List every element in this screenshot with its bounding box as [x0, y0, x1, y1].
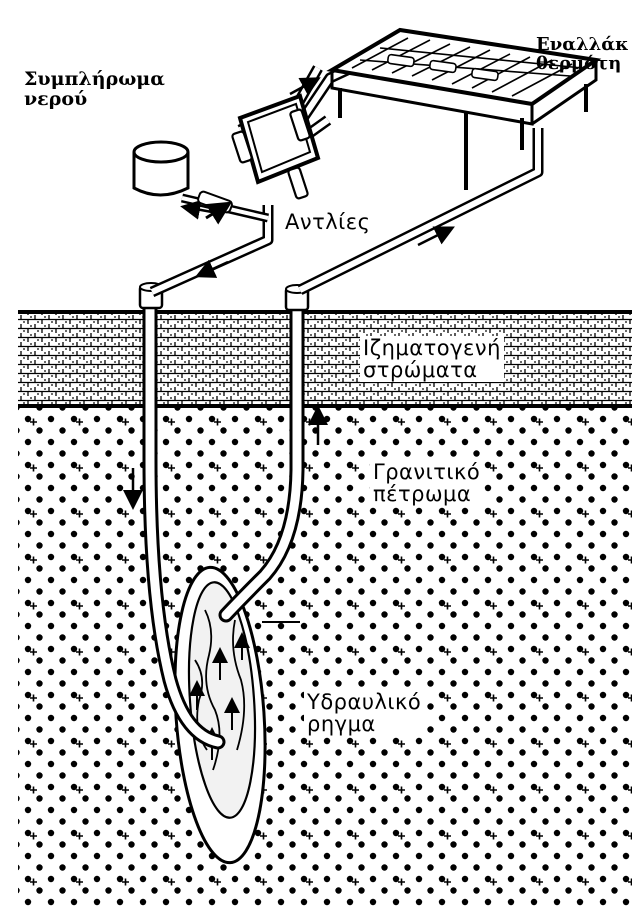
granite-layer: [18, 405, 632, 906]
fracture-zone: [173, 565, 300, 865]
label-heat-exchanger: Εναλλάκ θερμότη: [536, 34, 629, 74]
sediment-layer: [18, 310, 632, 408]
surface-piping: [149, 59, 544, 298]
heat-exchanger: [326, 27, 602, 190]
injection-well: [123, 292, 226, 750]
label-sediment-layers: Ιζηματογενή στρώματα: [360, 336, 504, 383]
water-makeup-tank: [132, 140, 233, 225]
label-water-makeup: Συμπλήρωμα νερού: [24, 68, 165, 110]
pumps: [231, 93, 321, 200]
label-pumps: Αντλίες: [282, 210, 374, 235]
label-hydraulic-fracture: Υδραυλικό ρηγμα: [304, 690, 425, 737]
production-well: [218, 292, 328, 623]
label-granite-rock: Γρανιτικό πέτρωμα: [370, 460, 484, 507]
